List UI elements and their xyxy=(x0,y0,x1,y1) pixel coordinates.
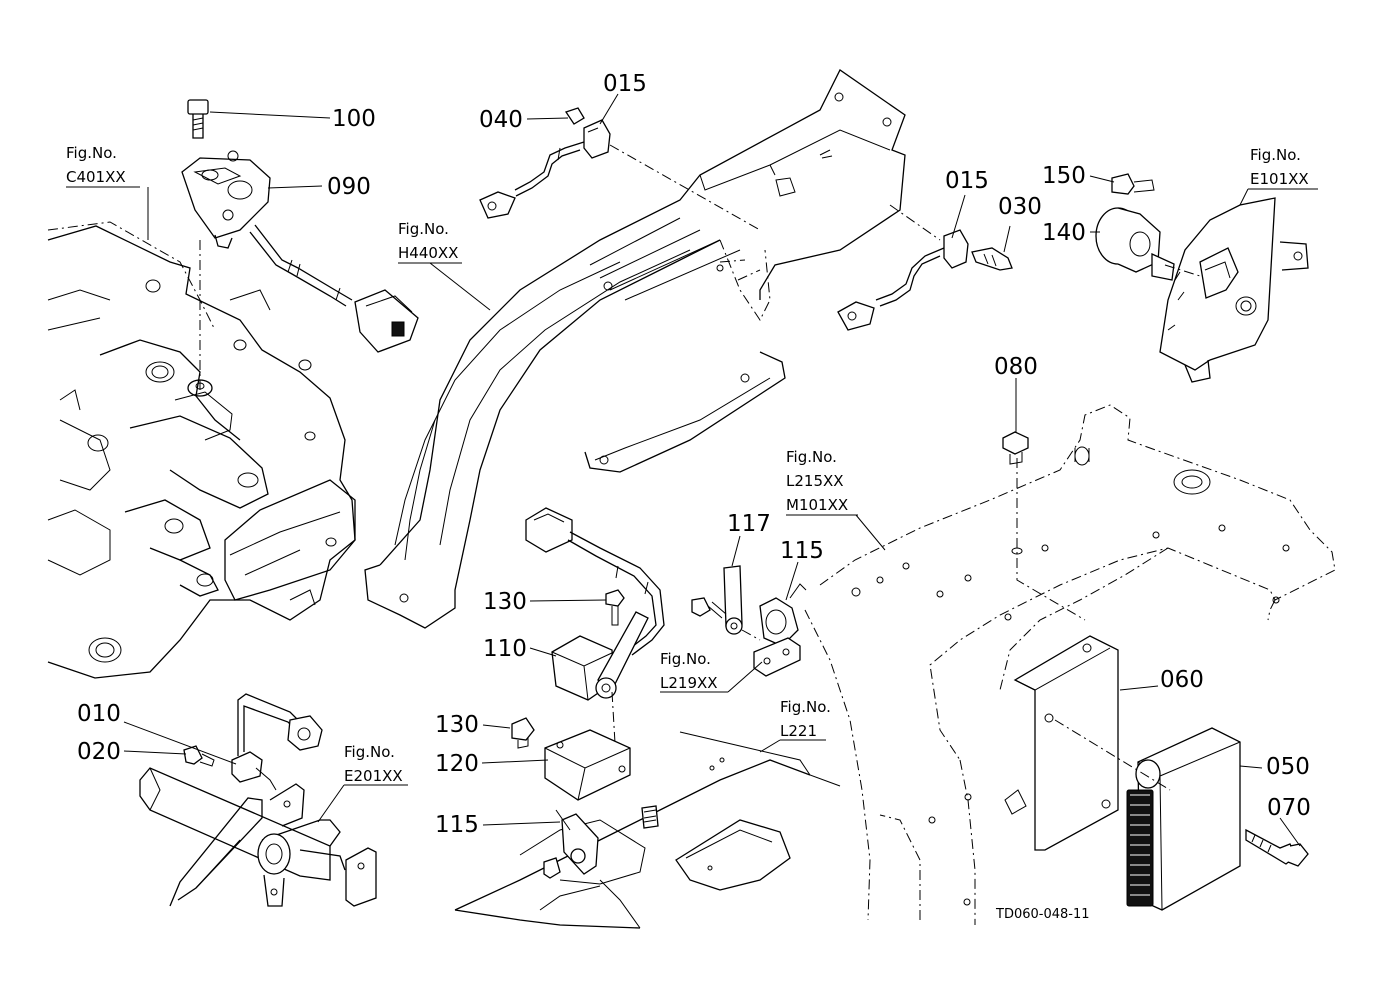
part-number-070: 070 xyxy=(1267,795,1311,821)
part-number-130-lower: 130 xyxy=(435,712,479,738)
part-number-labels: 100 090 040 015 015 030 150 140 080 117 … xyxy=(77,71,1311,838)
part-number-015-top: 015 xyxy=(603,71,647,97)
part-number-030: 030 xyxy=(998,194,1042,220)
fig-ref-l215-code: L215XX xyxy=(786,472,844,490)
transmission-housing-drawing xyxy=(47,221,356,679)
part-number-100: 100 xyxy=(332,106,376,132)
fig-ref-c401-label: Fig.No. xyxy=(66,144,117,162)
part-number-150: 150 xyxy=(1042,163,1086,189)
switch-010-drawing xyxy=(139,693,377,907)
sensor-140-drawing xyxy=(1095,173,1309,383)
part-number-120: 120 xyxy=(435,751,479,777)
lever-117-drawing xyxy=(691,565,807,677)
fig-ref-l221-code: L221 xyxy=(780,722,817,740)
fig-ref-e101-label: Fig.No. xyxy=(1250,146,1301,164)
part-number-050: 050 xyxy=(1266,754,1310,780)
fig-ref-e201-label: Fig.No. xyxy=(344,743,395,761)
part-number-117: 117 xyxy=(727,511,771,537)
fig-ref-c401: Fig.No. C401XX xyxy=(66,144,126,186)
fig-ref-e201: Fig.No. E201XX xyxy=(344,743,403,785)
part-number-110: 110 xyxy=(483,636,527,662)
leader-lines xyxy=(66,93,1318,847)
part-number-130-upper: 130 xyxy=(483,589,527,615)
fig-ref-h440: Fig.No. H440XX xyxy=(398,220,458,262)
part-number-090: 090 xyxy=(327,174,371,200)
potentiometer-110-drawing xyxy=(511,507,665,801)
fig-ref-l215: Fig.No. L215XX M101XX xyxy=(786,448,848,514)
part-number-060: 060 xyxy=(1160,667,1204,693)
fig-ref-e101: Fig.No. E101XX xyxy=(1250,146,1309,188)
drawing-id: TD060-048-11 xyxy=(995,907,1090,922)
fig-ref-m101-code: M101XX xyxy=(786,496,848,514)
part-number-015-right: 015 xyxy=(945,168,989,194)
part-number-010: 010 xyxy=(77,701,121,727)
fig-ref-l219-label: Fig.No. xyxy=(660,650,711,668)
fig-ref-e101-code: E101XX xyxy=(1250,170,1309,188)
fig-ref-l219-code: L219XX xyxy=(660,674,718,692)
switch-015-right-drawing xyxy=(609,144,1013,331)
fig-ref-l221-label: Fig.No. xyxy=(780,698,831,716)
ecu-assembly-drawing xyxy=(1002,431,1309,911)
figure-reference-labels: Fig.No. C401XX Fig.No. H440XX Fig.No. E1… xyxy=(66,144,1309,785)
part-number-020: 020 xyxy=(77,739,121,765)
fig-ref-c401-code: C401XX xyxy=(66,168,126,186)
fig-ref-h440-code: H440XX xyxy=(398,244,458,262)
fig-ref-e201-code: E201XX xyxy=(344,767,403,785)
fig-ref-l221: Fig.No. L221 xyxy=(780,698,831,740)
part-number-140: 140 xyxy=(1042,220,1086,246)
part-number-115-lower: 115 xyxy=(435,812,479,838)
chassis-frame-drawing xyxy=(804,404,1336,925)
fig-ref-l219: Fig.No. L219XX xyxy=(660,650,718,692)
fig-ref-l215-label: Fig.No. xyxy=(786,448,837,466)
lower-plate-drawing xyxy=(454,731,841,929)
fig-ref-h440-label: Fig.No. xyxy=(398,220,449,238)
part-number-080: 080 xyxy=(994,354,1038,380)
part-number-040: 040 xyxy=(479,107,523,133)
part-number-115-upper: 115 xyxy=(780,538,824,564)
fender-bracket-drawing xyxy=(364,69,906,629)
sensor-090-drawing xyxy=(181,99,419,397)
